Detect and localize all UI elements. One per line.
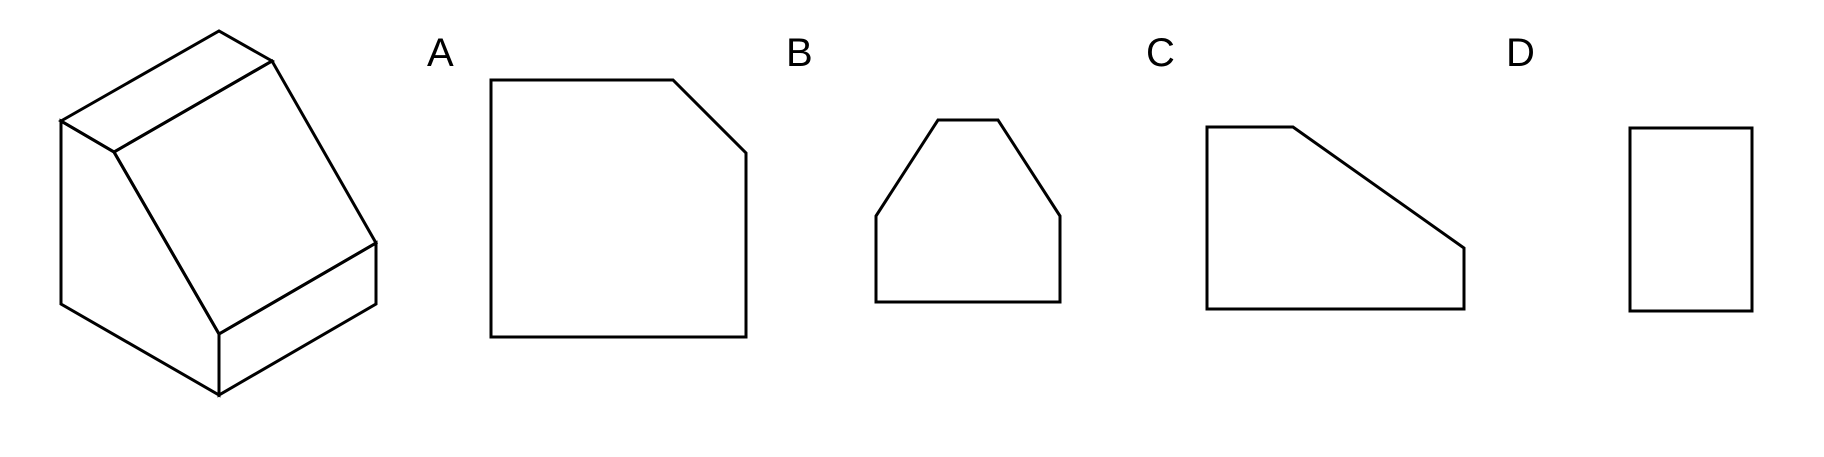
solid-slanted-face [111,58,379,337]
option-b[interactable]: B [786,31,1062,304]
isometric-solid [57,29,379,398]
option-d-label: D [1506,31,1535,75]
option-d[interactable]: D [1506,31,1754,313]
option-c[interactable]: C [1146,31,1466,311]
option-a-shape [489,78,748,339]
solid-top-face [57,29,276,154]
option-c-shape [1205,125,1466,311]
option-c-label: C [1146,31,1175,75]
option-d-shape [1628,126,1754,313]
solid-left-face [59,118,221,398]
option-b-shape [874,118,1062,304]
option-a-label: A [427,31,454,75]
solid-right-face [217,240,378,398]
option-a[interactable]: A [427,31,748,339]
option-b-label: B [786,31,813,75]
